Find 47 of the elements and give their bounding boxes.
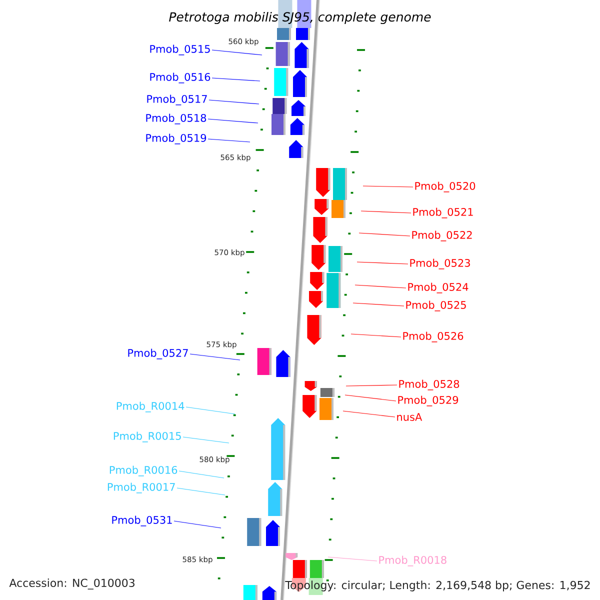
title: Petrotoga mobilis SJ95, complete genome xyxy=(169,12,431,24)
leader-line xyxy=(182,436,230,444)
leader-line xyxy=(212,78,260,82)
leader-line xyxy=(178,470,224,478)
gene-label: Pmob_0516 xyxy=(150,72,210,84)
gene-label: nusA xyxy=(397,413,422,421)
leader-line xyxy=(342,410,396,418)
gene-label: Pmob_R0017 xyxy=(108,482,175,494)
gene-label: Pmob_0522 xyxy=(412,230,472,242)
gene-label: Pmob_0519 xyxy=(146,134,206,144)
leader-line xyxy=(208,100,260,104)
leader-line xyxy=(174,520,222,528)
leader-line xyxy=(328,556,378,562)
leader-line xyxy=(358,232,410,236)
gene-label: Pmob_0527 xyxy=(128,348,188,360)
gene-label: Pmob_0524 xyxy=(408,282,468,294)
gene-label: Pmob_0517 xyxy=(147,94,207,106)
leader-line xyxy=(346,384,398,386)
gene-label: Pmob_0521 xyxy=(413,208,473,218)
gene-label: Pmob_0515 xyxy=(150,44,210,56)
gene-label: Pmob_0523 xyxy=(410,258,470,270)
genome-info-text: Topology: circular; Length: 2,169,548 bp; Genes: 1,952 xyxy=(285,580,590,592)
gene-label: Pmob_R0016 xyxy=(110,466,178,476)
leader-line xyxy=(356,262,408,264)
gene-label: Pmob_0525 xyxy=(406,300,466,312)
leader-line xyxy=(354,284,406,288)
leader-line xyxy=(352,302,404,306)
gene-label: Pmob_0531 xyxy=(112,516,172,526)
gene-label: Pmob_0529 xyxy=(398,396,458,406)
accession-text: Accession: NC_010003 xyxy=(9,578,134,590)
leader-line xyxy=(186,406,236,414)
leader-line xyxy=(362,186,414,188)
gene-label: Pmob_R0014 xyxy=(116,402,184,412)
leader-line xyxy=(190,354,240,360)
leader-line xyxy=(360,210,412,214)
leader-line xyxy=(208,138,250,142)
gene-label: Pmob_R0015 xyxy=(114,432,181,442)
leader-line xyxy=(176,488,226,496)
gene-label: Pmob_0526 xyxy=(403,332,464,342)
gene-label: Pmob_R0018 xyxy=(379,556,446,566)
gene-label: Pmob_0518 xyxy=(146,114,206,124)
gene-label: Pmob_0520 xyxy=(415,182,476,192)
leader-line xyxy=(212,50,262,56)
leader-line xyxy=(344,394,396,402)
leader-line xyxy=(350,334,402,338)
leader-line xyxy=(208,118,258,124)
gene-label: Pmob_0528 xyxy=(399,380,460,390)
